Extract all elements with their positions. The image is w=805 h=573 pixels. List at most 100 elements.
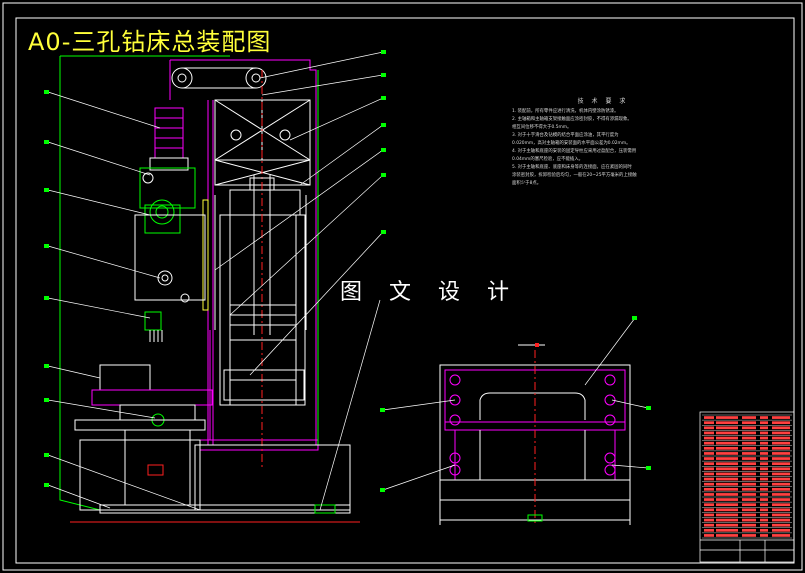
parts-list-cell [742,528,756,532]
parts-list-cell [704,462,714,466]
parts-list-cell [704,431,714,435]
parts-list-cell [742,436,756,440]
parts-list-cell [760,487,768,491]
fixture-side-view [439,343,631,525]
parts-list-cell [760,452,768,455]
work-table [70,364,360,523]
drawing-border-inner [15,17,795,564]
parts-list-cell [772,493,790,496]
parts-list-cell [716,482,738,486]
parts-list-cell [704,508,714,512]
parts-list-cell [760,457,768,460]
parts-list-cell [772,503,790,507]
parts-list-cell [742,498,756,501]
parts-list-cell [772,513,790,517]
parts-list-cell [704,534,714,537]
parts-list-cell [760,498,768,501]
parts-list-cell [716,467,738,471]
parts-list-cell [772,416,790,419]
parts-list-cell [716,503,738,507]
parts-list-cell [716,498,738,501]
parts-list-cell [772,487,790,491]
technical-requirement-line: 0.04mm的塞尺检验，应不能插入。 [512,157,584,162]
parts-list-cell [716,462,738,466]
parts-list-cell [772,452,790,455]
parts-list-cell [742,487,756,491]
parts-list-cell [704,472,714,476]
technical-requirement-line: 相互间位移不得大于0.5mm。 [512,125,572,130]
watermark-text: 图 文 设 计 [340,280,519,305]
parts-list-cell [760,482,768,486]
parts-list-cell [772,426,790,430]
parts-list-cell [704,416,714,419]
parts-list-cell [716,477,738,481]
parts-list-cell [716,523,738,527]
parts-list-cell [704,523,714,527]
fixture-balloons [380,316,651,492]
parts-list-cell [760,441,768,445]
parts-list-cell [742,441,756,445]
parts-list-cell [760,513,768,517]
parts-list-cell [742,421,756,425]
parts-list-cell [772,446,790,450]
parts-list-cell [742,503,756,507]
parts-list-cell [704,436,714,440]
balloons-right [381,50,386,234]
parts-list-cell [760,477,768,481]
spindle-housing [202,70,307,470]
parts-list-cell [716,457,738,460]
parts-list-cell [760,472,768,476]
parts-list-cell [772,477,790,481]
gearbox [134,214,206,342]
technical-requirement-line: 5. 对于主轴和底座、底座和床身等的连接面，应在紧固的同时 [512,165,632,170]
parts-list-cell [716,452,738,455]
balloons-left [44,90,49,487]
parts-list-cell [772,472,790,476]
parts-list-cell [742,472,756,476]
technical-requirement-line: 面积少于8点。 [512,181,542,186]
drive-motor [139,107,196,234]
parts-list-cell [704,452,714,455]
drill-press-column [59,55,319,511]
parts-list-cell [704,426,714,430]
parts-list-cell [742,513,756,517]
parts-list-cell [742,493,756,496]
parts-list-cell [742,426,756,430]
parts-list-cell [704,477,714,481]
parts-list-cell [760,431,768,435]
parts-list-cell [716,421,738,425]
parts-list-cell [704,528,714,532]
parts-list-cell [716,513,738,517]
technical-requirement-line: 4. 对于主轴和底座的安装的固定导柱应采用过盈配合，压装需用 [512,149,637,154]
parts-list-cell [760,462,768,466]
technical-requirement-line: 0.020mm，高对主轴箱的安装面的水平面公差为0.02mm。 [512,141,631,146]
parts-list-cell [742,416,756,419]
parts-list-cell [772,457,790,460]
parts-list-cell [704,482,714,486]
parts-list-cell [760,518,768,522]
parts-list-cell [742,508,756,512]
parts-list-cell [760,467,768,471]
parts-list-cell [742,452,756,455]
parts-list-cell [704,441,714,445]
parts-list-cell [716,436,738,440]
technical-requirement-line: 3. 对于十字滑台及钻模的结合平面应涂油，其平行度为 [512,133,619,138]
drawing-title: A0-三孔钻床总装配图 [28,28,272,56]
parts-list-cell [760,508,768,512]
parts-list-cell [716,446,738,450]
parts-list-cell [704,457,714,460]
parts-list-cell [760,446,768,450]
parts-list-cell [704,467,714,471]
parts-list-cell [772,528,790,532]
parts-list-cell [760,421,768,425]
parts-list-cell [742,467,756,471]
technical-requirements-heading: 技 术 要 求 [577,98,629,105]
technical-requirement-line: 涂装密封胶，拆卸检验后均匀，一般在20~25平方毫米的上接触 [512,173,637,178]
parts-list-cell [772,534,790,537]
parts-list-cell [716,472,738,476]
parts-list-cell [772,441,790,445]
parts-list-cell [704,493,714,496]
